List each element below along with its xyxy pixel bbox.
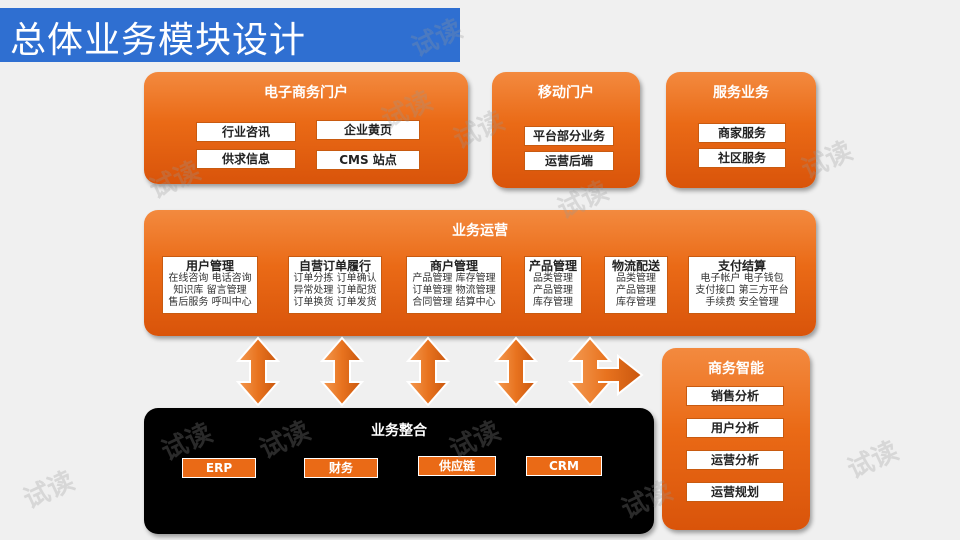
double-arrow-4 <box>493 336 539 407</box>
service-business-item[interactable]: 社区服务 <box>698 148 786 168</box>
module-merchant-management[interactable]: 商户管理 产品管理 库存管理 订单管理 物流管理 合同管理 结算中心 <box>406 256 502 314</box>
module-logistics[interactable]: 物流配送 品类管理 产品管理 库存管理 <box>604 256 668 314</box>
module-line: 合同管理 结算中心 <box>412 297 496 308</box>
module-title: 商户管理 <box>429 259 478 273</box>
business-intelligence-panel: 商务智能 销售分析 用户分析 运营分析 运营规划 <box>662 348 810 530</box>
page-title: 总体业务模块设计 <box>10 20 307 61</box>
module-line: 异常处理 订单配货 <box>293 285 377 296</box>
module-line: 产品管理 <box>533 285 573 296</box>
module-user-management[interactable]: 用户管理 在线咨询 电话咨询 知识库 留言管理 售后服务 呼叫中心 <box>162 256 258 314</box>
module-line: 库存管理 <box>533 297 573 308</box>
module-title: 自营订单履行 <box>298 259 371 273</box>
module-line: 电子帐户 电子钱包 <box>700 273 784 284</box>
module-line: 产品管理 <box>616 285 656 296</box>
intelligence-item[interactable]: 销售分析 <box>686 386 784 406</box>
integration-item[interactable]: ERP <box>182 458 256 478</box>
business-integration-title: 业务整合 <box>371 423 427 439</box>
module-line: 订单管理 物流管理 <box>412 285 496 296</box>
module-line: 在线咨询 电话咨询 <box>168 273 252 284</box>
module-order-fulfillment[interactable]: 自营订单履行 订单分拣 订单确认 异常处理 订单配货 订单换货 订单发货 <box>288 256 382 314</box>
integration-item[interactable]: 财务 <box>304 458 378 478</box>
module-payment-settlement[interactable]: 支付结算 电子帐户 电子钱包 支付接口 第三方平台 手续费 安全管理 <box>688 256 796 314</box>
intelligence-item[interactable]: 用户分析 <box>686 418 784 438</box>
module-line: 库存管理 <box>616 297 656 308</box>
mobile-portal-panel: 移动门户 平台部分业务 运营后端 <box>492 72 640 188</box>
mobile-portal-title: 移动门户 <box>538 85 594 101</box>
module-line: 产品管理 库存管理 <box>412 273 496 284</box>
module-line: 支付接口 第三方平台 <box>695 285 789 296</box>
module-title: 物流配送 <box>611 259 660 273</box>
intelligence-item[interactable]: 运营规划 <box>686 482 784 502</box>
module-line: 订单分拣 订单确认 <box>293 273 377 284</box>
triple-arrow-5 <box>567 336 644 407</box>
mobile-portal-item[interactable]: 运营后端 <box>524 151 614 171</box>
ecommerce-item[interactable]: 供求信息 <box>196 149 296 169</box>
ecommerce-item[interactable]: CMS 站点 <box>316 150 420 170</box>
business-integration-panel: 业务整合 ERP 财务 供应链 CRM <box>144 408 654 534</box>
ecommerce-item[interactable]: 行业咨讯 <box>196 122 296 142</box>
module-line: 品类管理 <box>616 273 656 284</box>
module-line: 品类管理 <box>533 273 573 284</box>
service-business-item[interactable]: 商家服务 <box>698 123 786 143</box>
double-arrow-2 <box>319 336 365 407</box>
module-product-management[interactable]: 产品管理 品类管理 产品管理 库存管理 <box>524 256 582 314</box>
mobile-portal-item[interactable]: 平台部分业务 <box>524 126 614 146</box>
ecommerce-portal-panel: 电子商务门户 行业咨讯 企业黄页 供求信息 CMS 站点 <box>144 72 468 184</box>
module-line: 售后服务 呼叫中心 <box>168 297 252 308</box>
service-business-panel: 服务业务 商家服务 社区服务 <box>666 72 816 188</box>
integration-item[interactable]: CRM <box>526 456 602 476</box>
business-operation-title: 业务运营 <box>452 223 508 239</box>
double-arrow-1 <box>235 336 281 407</box>
ecommerce-portal-title: 电子商务门户 <box>264 85 348 101</box>
ecommerce-item[interactable]: 企业黄页 <box>316 120 420 140</box>
integration-item[interactable]: 供应链 <box>418 456 496 476</box>
business-intelligence-title: 商务智能 <box>708 361 764 377</box>
double-arrow-3 <box>405 336 451 407</box>
service-business-title: 服务业务 <box>713 85 769 101</box>
business-operation-panel: 业务运营 用户管理 在线咨询 电话咨询 知识库 留言管理 售后服务 呼叫中心 自… <box>144 210 816 336</box>
module-title: 支付结算 <box>717 259 766 273</box>
module-title: 产品管理 <box>528 259 577 273</box>
module-line: 知识库 留言管理 <box>173 285 247 296</box>
module-line: 手续费 安全管理 <box>705 297 779 308</box>
title-bar: 总体业务模块设计 <box>0 8 460 62</box>
module-line: 订单换货 订单发货 <box>293 297 377 308</box>
module-title: 用户管理 <box>185 259 234 273</box>
intelligence-item[interactable]: 运营分析 <box>686 450 784 470</box>
